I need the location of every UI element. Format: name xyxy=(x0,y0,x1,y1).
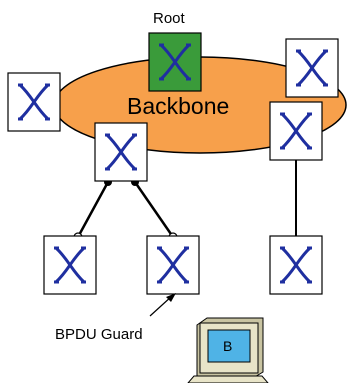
switch-backbone-right xyxy=(269,101,323,161)
switch-backbone-left xyxy=(7,72,61,132)
computer-icon: B xyxy=(186,317,270,384)
root-switch xyxy=(148,32,202,92)
bpdu-guard-label: BPDU Guard xyxy=(55,326,143,343)
link-left xyxy=(76,181,110,238)
host-label: B xyxy=(223,338,232,354)
bpdu-guard-arrow xyxy=(149,293,176,317)
switch-access-right xyxy=(269,235,323,295)
link-middle xyxy=(133,181,175,238)
switch-backbone-top-right xyxy=(285,38,339,98)
switch-access-middle xyxy=(146,235,200,295)
root-label: Root xyxy=(153,10,186,27)
switch-distribution xyxy=(94,122,148,182)
backbone-label: Backbone xyxy=(127,93,229,119)
switch-access-left xyxy=(43,235,97,295)
